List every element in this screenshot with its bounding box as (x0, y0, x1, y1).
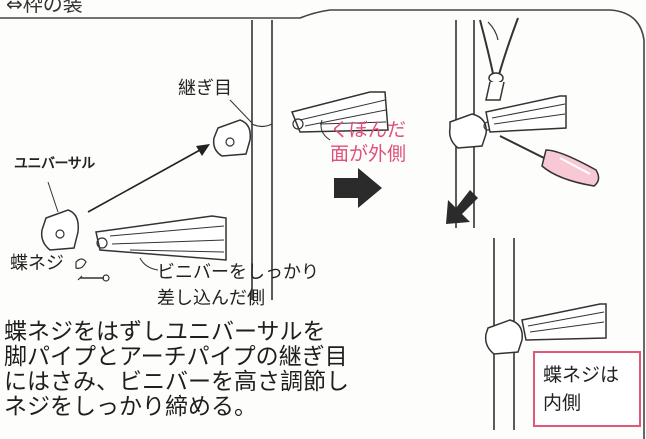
seam-label: 継ぎ目 (178, 78, 232, 99)
frame-border (0, 9, 645, 439)
clip-mounted-upper (448, 113, 493, 149)
butterfly-screw-label: 蝶ネジ (10, 253, 64, 274)
arch-pipe-lower (95, 215, 227, 261)
dent-label: くぼんだ 面が外側 (330, 118, 406, 166)
main-instruction: 蝶ネジをはずしユニバーサルを 脚パイプとアーチパイプの継ぎ目 にはさみ、ビニバー… (4, 320, 349, 420)
universal-clip-lower (40, 209, 80, 251)
vinyl-leader (139, 257, 159, 271)
assembly-arrow (87, 144, 210, 213)
instruction-line2: 脚パイプとアーチパイプの継ぎ目 (4, 344, 348, 370)
butterfly-screw-icon (75, 258, 110, 282)
instruction-line3: にはさみ、ビニバーを高さ調節し (4, 369, 349, 395)
note-line1: 蝶ネジは (543, 364, 620, 386)
step-arrow-down (446, 190, 478, 224)
step-arrow-right (334, 168, 382, 208)
dent-label-line2: 面が外側 (330, 143, 407, 165)
note-box: 蝶ネジは 内側 (533, 351, 641, 427)
pliers-icon (479, 17, 519, 101)
vinyl-label-line1: ビニバーをしっかり (157, 262, 319, 283)
arch-pipe-upper (290, 91, 389, 133)
universal-clip-upper (212, 119, 252, 157)
vinyl-label: ビニバーをしっかり 差し込んだ側 (157, 260, 319, 312)
universal-label: ユニバーサル (14, 156, 95, 172)
universal-leader (47, 181, 59, 213)
note-line2: 内側 (543, 392, 582, 414)
arch-pipe-mounted-upper (485, 95, 567, 133)
instruction-line1: 蝶ネジをはずしユニバーサルを (4, 319, 326, 345)
left-pole (251, 20, 273, 300)
arch-pipe-mounted-lower (521, 303, 607, 341)
section-header: ⇔枠の装 (6, 0, 83, 16)
seam-leader (229, 99, 253, 124)
dent-leader (320, 119, 331, 141)
dent-label-line1: くぼんだ (330, 119, 407, 141)
screwdriver-icon (499, 135, 600, 187)
vinyl-label-line2: 差し込んだ側 (157, 288, 265, 309)
instruction-line4: ネジをしっかり締める。 (4, 394, 257, 420)
clip-mounted-lower (484, 319, 523, 355)
